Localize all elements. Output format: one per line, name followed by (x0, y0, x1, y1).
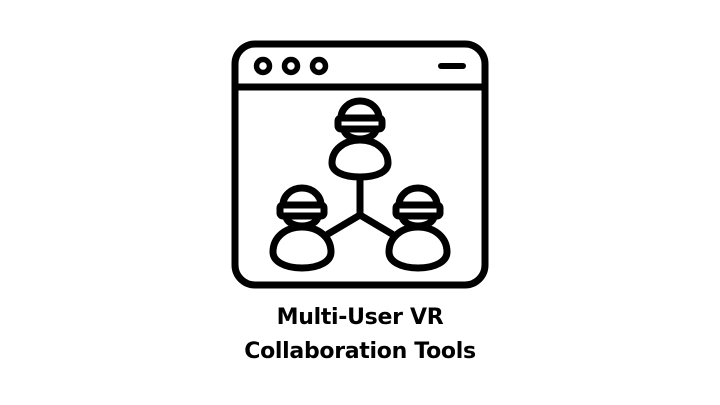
window-dot-icon (253, 56, 273, 76)
vr-user-top-icon (328, 97, 392, 181)
window-frame (231, 40, 489, 289)
vr-user-bottom-left-icon (269, 184, 335, 272)
window-dot-icon (281, 56, 301, 76)
window-dot-icon (309, 56, 329, 76)
vr-user-bottom-right-icon (385, 184, 451, 272)
network-connector-icon (324, 174, 396, 238)
caption-line-2: Collaboration Tools (244, 339, 476, 364)
multi-user-vr-window-icon (231, 40, 489, 289)
caption-line-1: Multi-User VR (276, 305, 444, 330)
caption-title: Multi-User VR Collaboration Tools (0, 301, 720, 369)
